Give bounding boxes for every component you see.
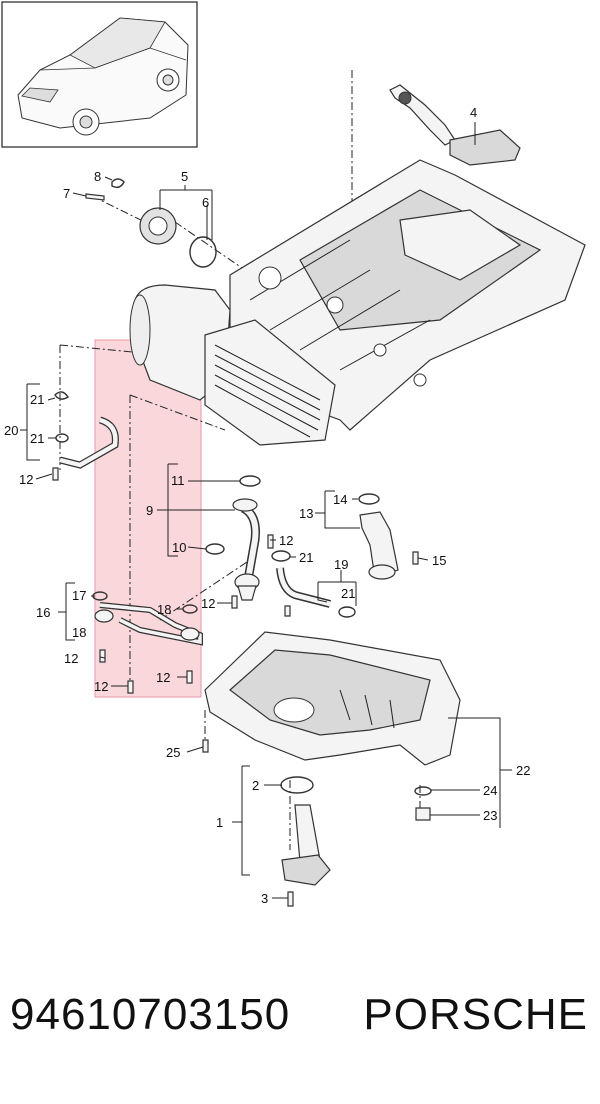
lower-oil-pan xyxy=(202,631,461,766)
callout-21a: 21 xyxy=(30,392,44,407)
oil-return-pipe-13 xyxy=(358,493,419,580)
callout-12b: 12 xyxy=(279,533,293,548)
leader-lines xyxy=(20,122,512,899)
callout-12a: 12 xyxy=(19,472,33,487)
callout-3: 3 xyxy=(261,891,268,906)
callout-20: 20 xyxy=(4,423,18,438)
callout-11: 11 xyxy=(171,473,185,488)
callout-13: 13 xyxy=(299,506,313,521)
callout-24: 24 xyxy=(483,783,497,798)
callout-15: 15 xyxy=(432,553,446,568)
callout-4: 4 xyxy=(470,105,477,120)
callout-5: 5 xyxy=(181,169,188,184)
callout-21d: 21 xyxy=(341,586,355,601)
vehicle-thumbnail xyxy=(1,1,198,148)
oil-level-assembly xyxy=(280,776,331,907)
callout-12c: 12 xyxy=(201,596,215,611)
flange-assembly xyxy=(85,178,217,268)
brand-name: PORSCHE xyxy=(363,990,588,1039)
callout-17: 17 xyxy=(72,588,86,603)
callout-18b: 18 xyxy=(157,602,171,617)
parts-diagram: 1 2 3 4 5 6 7 8 9 10 11 12 12 12 12 12 1… xyxy=(1,1,586,907)
callout-7: 7 xyxy=(63,186,70,201)
oil-pressure-sensor xyxy=(389,84,521,166)
callout-25: 25 xyxy=(166,745,180,760)
callout-6: 6 xyxy=(202,195,209,210)
footer: 94610703150 PORSCHE xyxy=(0,990,600,1060)
engine-upper-oil-pan xyxy=(229,159,586,431)
callout-21b: 21 xyxy=(30,431,44,446)
callout-21c: 21 xyxy=(299,550,313,565)
callout-23: 23 xyxy=(483,808,497,823)
callout-10: 10 xyxy=(172,540,186,555)
drain-plug-assembly xyxy=(414,786,432,821)
callout-2: 2 xyxy=(252,778,259,793)
callout-12e: 12 xyxy=(94,679,108,694)
callout-22: 22 xyxy=(516,763,530,778)
callout-12d: 12 xyxy=(64,651,78,666)
callout-14: 14 xyxy=(333,492,347,507)
oil-pipe-9 xyxy=(205,475,274,609)
oil-pipe-19 xyxy=(271,550,356,618)
oil-line-assembly-16 xyxy=(92,591,203,694)
callout-9: 9 xyxy=(146,503,153,518)
part-number: 94610703150 xyxy=(10,990,291,1039)
callout-18a: 18 xyxy=(72,625,86,640)
callout-1: 1 xyxy=(216,815,223,830)
callout-12f: 12 xyxy=(156,670,170,685)
callout-16: 16 xyxy=(36,605,50,620)
oil-cooler xyxy=(204,319,336,446)
oil-return-pipe-left xyxy=(52,391,119,481)
callout-labels: 1 2 3 4 5 6 7 8 9 10 11 12 12 12 12 12 1… xyxy=(4,105,530,906)
callout-8: 8 xyxy=(94,169,101,184)
callout-19: 19 xyxy=(334,557,348,572)
